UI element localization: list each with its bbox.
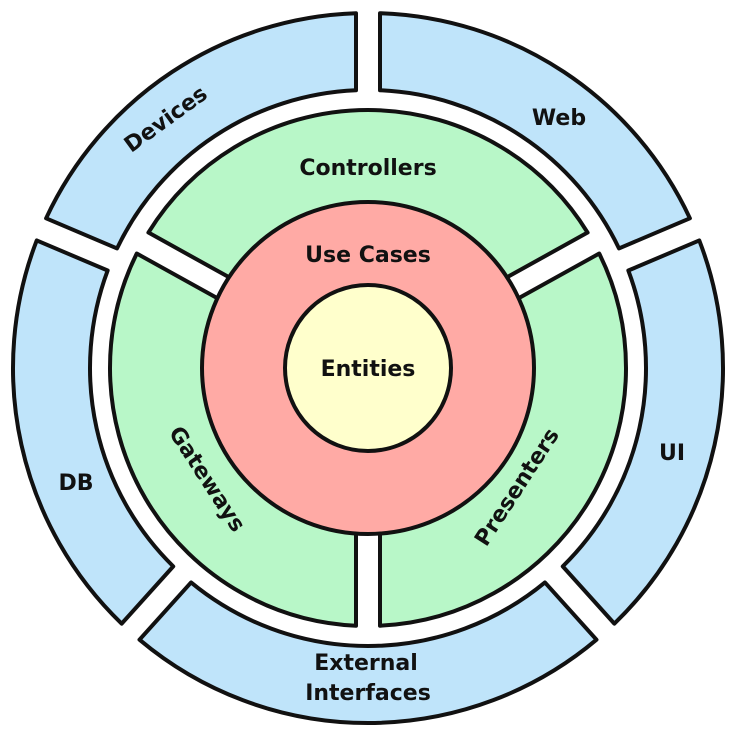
outer-segment-external-interfaces bbox=[137, 580, 599, 726]
entities-core bbox=[283, 283, 453, 453]
middle-ring bbox=[107, 108, 629, 628]
label-ui: UI bbox=[659, 441, 685, 466]
label-use-cases: Use Cases bbox=[305, 243, 431, 268]
label-controllers: Controllers bbox=[299, 156, 436, 181]
outer-segment-ui bbox=[560, 238, 725, 626]
label-external: External bbox=[314, 651, 418, 676]
outer-segment-db bbox=[11, 238, 176, 626]
label-db: DB bbox=[58, 471, 93, 496]
label-interfaces: Interfaces bbox=[305, 681, 431, 706]
outer-segment-devices bbox=[44, 11, 358, 251]
outer-ring bbox=[11, 11, 725, 726]
outer-segment-web bbox=[378, 11, 692, 251]
label-entities: Entities bbox=[321, 357, 416, 382]
label-web: Web bbox=[532, 106, 586, 131]
